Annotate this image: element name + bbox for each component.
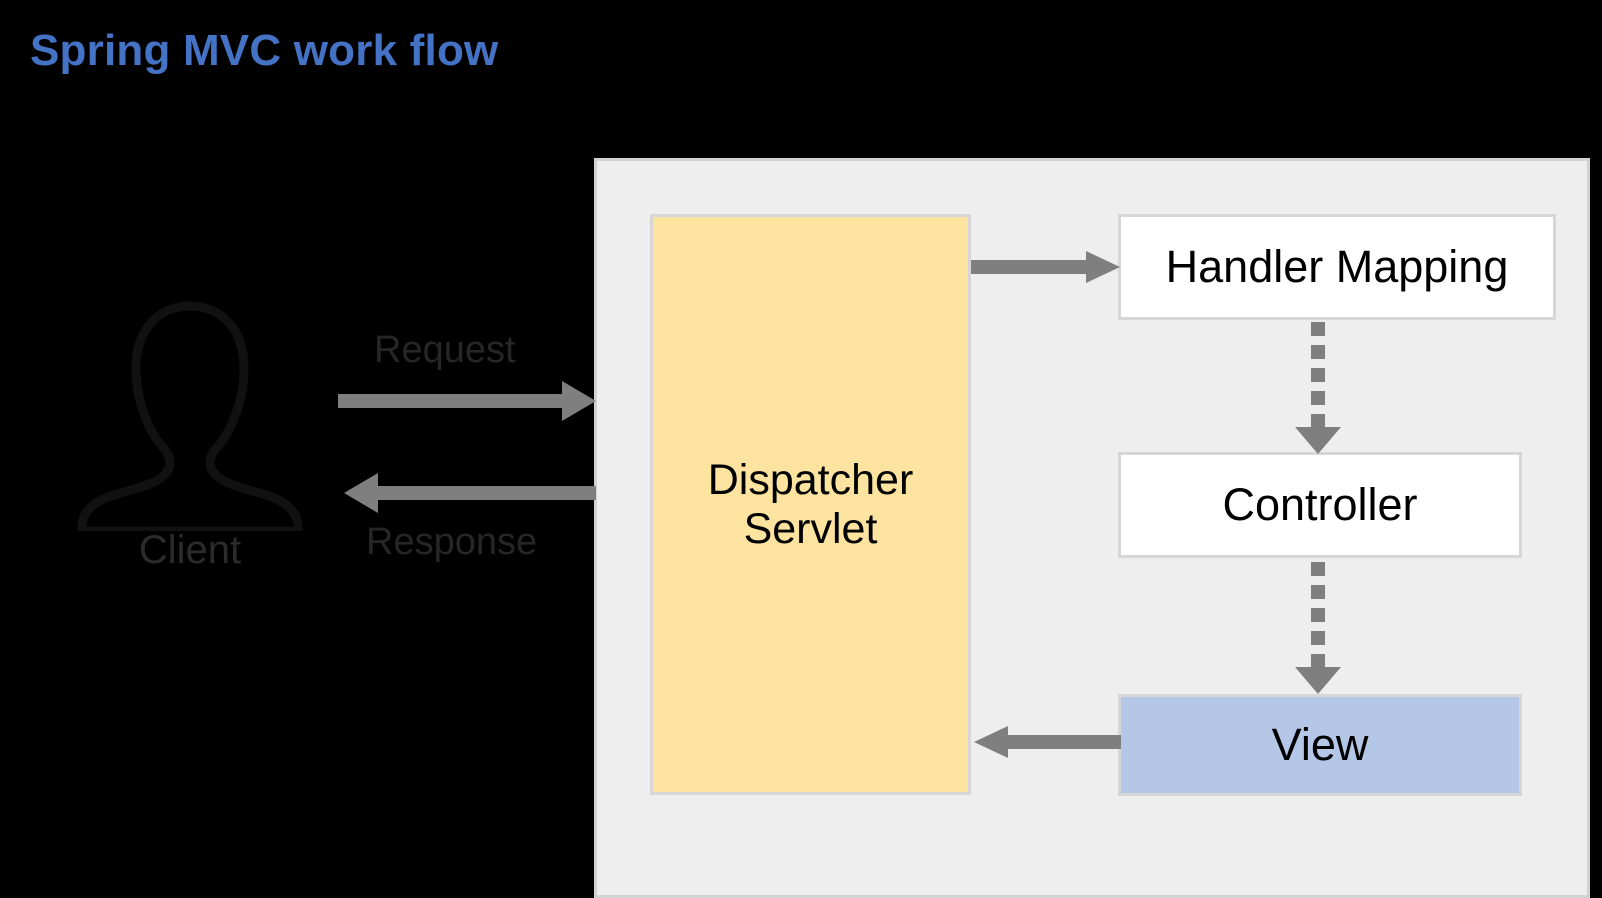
request-label: Request (374, 329, 516, 371)
client-label: Client (138, 528, 242, 572)
person-silhouette-icon (77, 301, 303, 531)
view-label: View (1271, 718, 1369, 770)
page-title: Spring MVC work flow (30, 26, 499, 75)
controller-box[interactable]: Controller (1118, 452, 1522, 558)
handler-mapping-box[interactable]: Handler Mapping (1118, 214, 1556, 320)
dispatcher-servlet-label-line1: Dispatcher (707, 456, 914, 505)
client-group: Client (60, 296, 320, 596)
dispatcher-servlet-box[interactable]: Dispatcher Servlet (650, 214, 971, 795)
view-box[interactable]: View (1118, 694, 1522, 796)
controller-label: Controller (1222, 478, 1418, 530)
dispatcher-servlet-label: Dispatcher Servlet (708, 456, 914, 552)
arrow-dispatcher-to-client (344, 473, 596, 513)
handler-mapping-label: Handler Mapping (1165, 240, 1509, 292)
response-label: Response (366, 521, 538, 563)
dispatcher-servlet-label-line2: Servlet (743, 504, 878, 553)
arrow-client-to-dispatcher (338, 381, 596, 421)
